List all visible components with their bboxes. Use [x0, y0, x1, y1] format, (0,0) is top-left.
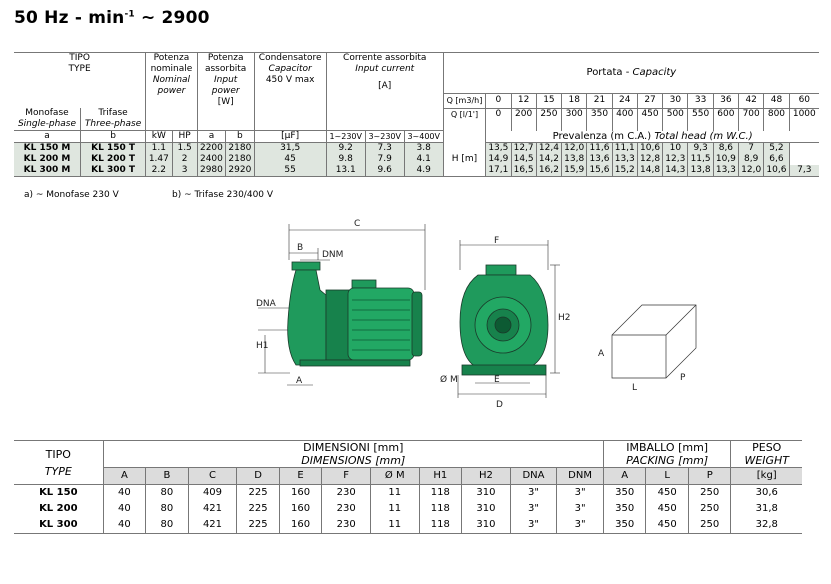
col-header: D — [236, 467, 280, 485]
col-header: B — [145, 467, 189, 485]
q-cell: 24 — [612, 92, 638, 108]
q-cell: 600 — [713, 107, 740, 131]
dim-label-h1: H1 — [256, 341, 269, 351]
col-header: P — [688, 467, 732, 485]
box-label-l: L — [632, 383, 637, 393]
col-header: A — [603, 467, 647, 485]
packing-header: IMBALLO [mm]PACKING [mm] — [603, 440, 732, 468]
col-header: L — [645, 467, 689, 485]
q-cell: 21 — [586, 92, 613, 108]
col-header: F — [321, 467, 371, 485]
dim-label-b: B — [297, 243, 303, 253]
sub-header: 3~400V — [404, 130, 444, 143]
note-three-phase: b) ~ Trifase 230/400 V — [172, 190, 274, 200]
dim-label-h2: H2 — [558, 313, 571, 323]
page-title: 50 Hz - min-1 ~ 2900 — [14, 8, 210, 28]
q-cell: 550 — [687, 107, 714, 131]
q-cell: 500 — [662, 107, 689, 131]
box-label-a: A — [598, 349, 605, 359]
col-header: DNA — [510, 467, 558, 485]
sub-header: b — [80, 130, 147, 143]
q-cell: 27 — [637, 92, 664, 108]
q-cell: 15 — [536, 92, 563, 108]
q-l-label: Q [l/1'] — [443, 107, 487, 131]
q-cell: 250 — [536, 107, 563, 131]
front-view — [459, 264, 549, 376]
q-cell: 400 — [612, 107, 638, 131]
q-cell: 60 — [789, 92, 819, 108]
q-cell: 12 — [511, 92, 537, 108]
sub-header: a — [197, 130, 227, 143]
q-cell: 36 — [713, 92, 740, 108]
q-cell: 300 — [561, 107, 588, 131]
q-cell: 1000 — [789, 107, 819, 131]
side-view — [287, 261, 423, 367]
q-cell: 33 — [687, 92, 714, 108]
q-cell: 18 — [561, 92, 588, 108]
q-cell: 450 — [637, 107, 664, 131]
dim-label-dna: DNA — [256, 299, 277, 309]
q-m3h-label: Q [m3/h] — [443, 92, 487, 108]
col-header: A — [103, 467, 147, 485]
sub-header: 1~230V — [326, 130, 366, 143]
packing-box — [611, 304, 697, 379]
table-row: KL 300 M KL 300 T 2.2 3 2980 2920 55 13.… — [14, 165, 819, 177]
table-row: KL 150 M KL 150 T 1.1 1.5 2200 2180 31,5… — [14, 142, 819, 154]
sub-header: b — [225, 130, 255, 143]
q-cell: 800 — [763, 107, 790, 131]
dim-label-om: Ø M — [440, 374, 458, 385]
dim-label-a: A — [296, 376, 303, 386]
dim-label-d: D — [496, 400, 503, 410]
col-header: H2 — [461, 467, 511, 485]
dim-label-dnm: DNM — [322, 250, 343, 260]
col-header: E — [279, 467, 323, 485]
q-cell: 0 — [485, 107, 512, 131]
q-cell: 48 — [763, 92, 790, 108]
dim-label-f: F — [494, 236, 499, 246]
capacity-header: Portata - Capacity — [443, 52, 819, 94]
pump-drawing: C B DNM DNA H1 A F H2 Ø M E D A L P — [256, 219, 697, 410]
head-unit-label: H [m] — [443, 154, 487, 165]
sub-header: HP — [172, 130, 198, 143]
q-cell: 200 — [511, 107, 537, 131]
total-head-header: Prevalenza (m C.A.) Total head (m W.C.) — [552, 130, 753, 142]
sub-header: a — [14, 130, 81, 143]
col-header: [kg] — [730, 467, 802, 485]
col-header: DNM — [556, 467, 604, 485]
q-cell: 700 — [738, 107, 765, 131]
note-single-phase: a) ~ Monofase 230 V — [24, 190, 119, 200]
q-cell: 350 — [586, 107, 613, 131]
q-cell: 30 — [662, 92, 689, 108]
dim-label-c: C — [354, 219, 360, 229]
dim-label-e: E — [494, 375, 500, 385]
box-label-p: P — [680, 373, 686, 383]
col-header: C — [188, 467, 238, 485]
sub-header: 3~230V — [365, 130, 405, 143]
col-header: H1 — [419, 467, 463, 485]
sub-header: kW — [145, 130, 173, 143]
sub-header: [μF] — [254, 130, 327, 143]
q-cell: 0 — [485, 92, 512, 108]
q-cell: 42 — [738, 92, 765, 108]
table-row: KL 200 M KL 200 T 1.47 2 2400 2180 45 9.… — [14, 154, 819, 165]
col-header: Ø M — [370, 467, 420, 485]
dims-header: DIMENSIONI [mm]DIMENSIONS [mm] — [103, 440, 604, 468]
